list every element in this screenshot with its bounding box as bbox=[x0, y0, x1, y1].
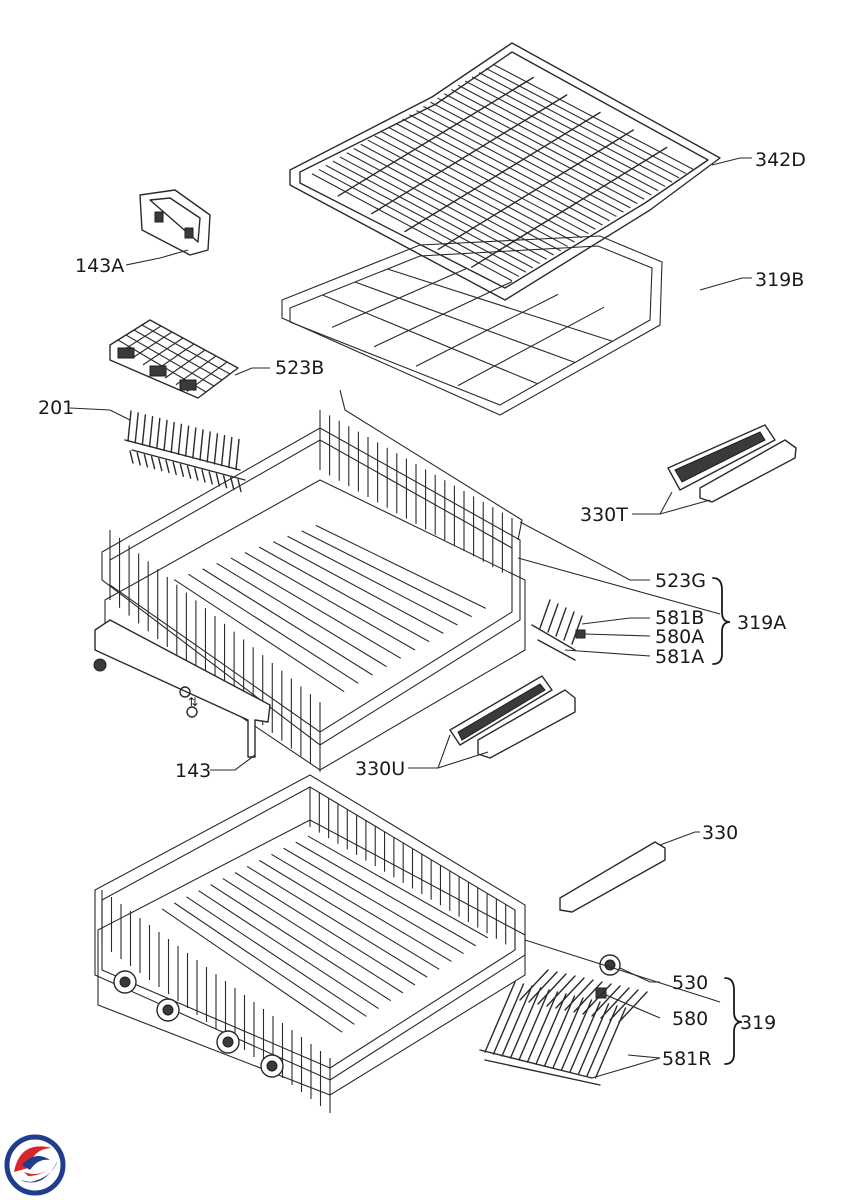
label-319a: 319A bbox=[737, 612, 786, 634]
brace-319a bbox=[712, 577, 731, 665]
label-143a: 143A bbox=[75, 255, 124, 277]
tine-rack-part-523b bbox=[109, 319, 239, 399]
lower-basket-part bbox=[94, 774, 526, 1113]
brand-logo-icon bbox=[4, 1134, 66, 1196]
label-201: 201 bbox=[38, 397, 74, 419]
label-581r: 581R bbox=[662, 1048, 711, 1070]
clip-part-143a bbox=[139, 189, 211, 256]
label-330t: 330T bbox=[580, 504, 628, 526]
spike-row-part-201 bbox=[124, 410, 246, 493]
label-581a: 581A bbox=[655, 646, 704, 668]
clip-part-580 bbox=[595, 987, 607, 999]
upper-frame-part bbox=[281, 235, 663, 416]
rail-part-330u bbox=[449, 675, 576, 759]
label-330: 330 bbox=[702, 822, 738, 844]
upper-basket-part bbox=[101, 389, 526, 772]
label-580: 580 bbox=[672, 1008, 708, 1030]
label-523g: 523G bbox=[655, 570, 706, 592]
rail-part-330t bbox=[667, 424, 797, 503]
label-523b: 523B bbox=[275, 357, 324, 379]
label-319b: 319B bbox=[755, 269, 804, 291]
label-319: 319 bbox=[740, 1012, 776, 1034]
brace-319 bbox=[724, 977, 743, 1065]
cutlery-tray-part bbox=[289, 42, 721, 301]
label-342d: 342D bbox=[755, 149, 806, 171]
small-tine-part-581b bbox=[531, 599, 583, 661]
label-581b: 581B bbox=[655, 607, 704, 629]
tine-row-part-581r bbox=[479, 969, 648, 1086]
side-bracket-part-143: ⇅ bbox=[93, 619, 271, 758]
leader-lines bbox=[69, 157, 752, 1079]
label-530: 530 bbox=[672, 972, 708, 994]
label-330u: 330U bbox=[355, 758, 405, 780]
label-143: 143 bbox=[175, 760, 211, 782]
label-580a: 580A bbox=[655, 626, 704, 648]
clip-part-580a bbox=[575, 629, 586, 639]
svg-text:⇅: ⇅ bbox=[188, 695, 198, 709]
rail-part-330 bbox=[559, 841, 666, 913]
